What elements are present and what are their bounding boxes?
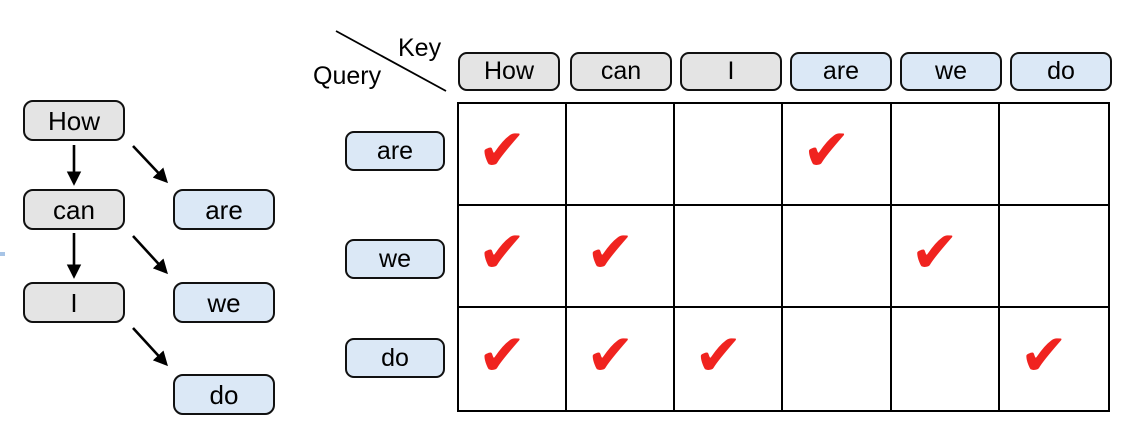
matrix-cell-we-How: ✔ xyxy=(459,206,568,308)
check-icon: ✔ xyxy=(477,321,527,389)
matrix-cell-do-are xyxy=(783,308,892,410)
matrix-cell-are-do xyxy=(999,104,1108,206)
attention-grid: ✔ ✔ ✔ ✔ ✔ ✔ ✔ ✔ ✔ xyxy=(457,102,1110,412)
key-box-do: do xyxy=(1010,52,1112,91)
tree-node-how: How xyxy=(23,100,125,141)
matrix-cell-are-we xyxy=(891,104,1000,206)
matrix-cell-we-can: ✔ xyxy=(567,206,676,308)
tree-node-are: are xyxy=(173,189,275,230)
key-box-we: we xyxy=(900,52,1002,91)
key-box-can: can xyxy=(570,52,672,91)
check-icon: ✔ xyxy=(585,218,635,286)
key-axis-label: Key xyxy=(398,34,442,62)
matrix-cell-are-How: ✔ xyxy=(459,104,568,206)
check-icon: ✔ xyxy=(477,218,527,286)
query-box-do: do xyxy=(345,338,445,378)
matrix-cell-we-we: ✔ xyxy=(891,206,1000,308)
matrix-cell-do-How: ✔ xyxy=(459,308,568,410)
matrix-cell-are-are: ✔ xyxy=(783,104,892,206)
matrix-cell-do-we xyxy=(892,308,1000,410)
tree-node-i: I xyxy=(23,282,125,323)
check-icon: ✔ xyxy=(585,321,635,389)
matrix-cell-we-I xyxy=(675,206,784,308)
matrix-cell-we-do xyxy=(999,206,1108,308)
query-box-are: are xyxy=(345,131,445,171)
arrow-i-do xyxy=(132,327,168,367)
tree-node-do: do xyxy=(173,374,275,415)
matrix-cell-we-are xyxy=(783,206,892,308)
matrix-cell-do-do: ✔ xyxy=(1000,308,1108,410)
check-icon: ✔ xyxy=(1019,321,1069,389)
arrow-can-we xyxy=(132,235,168,275)
check-icon: ✔ xyxy=(910,218,960,286)
tree-node-can: can xyxy=(23,189,125,230)
query-axis-label: Query xyxy=(313,62,382,90)
arrow-how-are xyxy=(132,145,168,184)
key-box-are: are xyxy=(790,52,892,91)
matrix-cell-are-I xyxy=(675,104,784,206)
query-box-we: we xyxy=(345,239,445,279)
key-query-divider xyxy=(335,30,447,92)
check-icon: ✔ xyxy=(477,116,527,184)
tree-node-we: we xyxy=(173,282,275,323)
stray-mark xyxy=(0,252,5,256)
check-icon: ✔ xyxy=(802,116,851,184)
matrix-cell-do-can: ✔ xyxy=(567,308,676,410)
matrix-cell-are-can xyxy=(567,104,676,206)
matrix-cell-do-I: ✔ xyxy=(675,308,784,410)
check-icon: ✔ xyxy=(694,321,743,389)
key-box-i: I xyxy=(680,52,782,91)
key-box-how: How xyxy=(458,52,560,91)
